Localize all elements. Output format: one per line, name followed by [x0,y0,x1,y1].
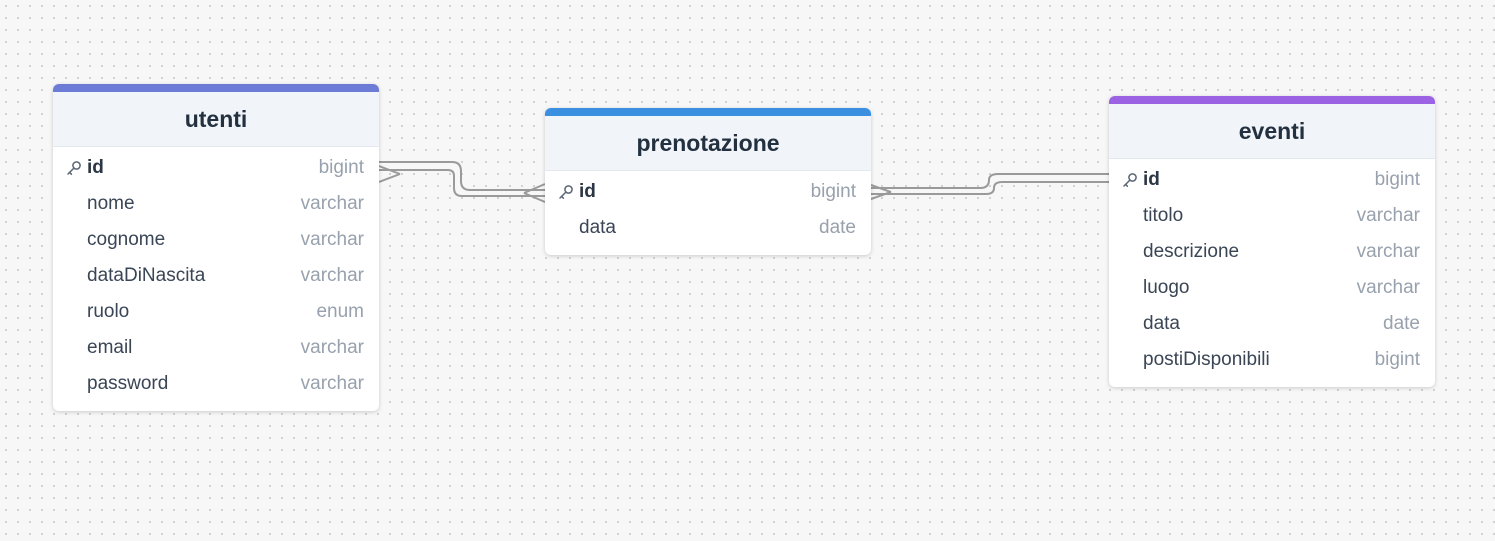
field-type: varchar [300,265,364,286]
field-row[interactable]: luogo varchar [1109,270,1435,306]
field-type: varchar [1356,205,1420,226]
relation-prenotazione-eventi[interactable] [870,173,1110,200]
field-type: varchar [300,229,364,250]
table-prenotazione[interactable]: prenotazione id bigint data date [545,108,871,255]
field-row[interactable]: nome varchar [53,186,379,222]
field-type: bigint [1374,349,1420,370]
field-name: titolo [1143,205,1184,226]
table-accent-bar [545,108,871,116]
field-type: varchar [1356,277,1420,298]
field-row[interactable]: titolo varchar [1109,198,1435,234]
field-row[interactable]: id bigint [545,174,871,210]
field-name: luogo [1143,277,1190,298]
table-header[interactable]: eventi [1109,104,1435,159]
field-row[interactable]: id bigint [1109,162,1435,198]
field-row[interactable]: ruolo enum [53,294,379,330]
field-name: nome [87,193,135,214]
field-row[interactable]: email varchar [53,330,379,366]
table-header[interactable]: prenotazione [545,116,871,171]
field-name: descrizione [1143,241,1240,262]
field-name: password [87,373,169,394]
table-accent-bar [53,84,379,92]
field-name: dataDiNascita [87,265,206,286]
field-type: varchar [300,337,364,358]
field-name: id [87,157,104,178]
field-type: bigint [318,157,364,178]
field-row[interactable]: data date [545,210,871,246]
field-type: varchar [1356,241,1420,262]
field-row[interactable]: dataDiNascita varchar [53,258,379,294]
field-name: data [1143,313,1180,334]
field-row[interactable]: id bigint [53,150,379,186]
table-accent-bar [1109,96,1435,104]
field-type: bigint [1374,169,1420,190]
field-row[interactable]: data date [1109,306,1435,342]
key-icon [66,160,82,176]
field-type: varchar [300,373,364,394]
table-title: eventi [1238,117,1306,144]
field-name: cognome [87,229,166,250]
field-name: postiDisponibili [1143,349,1270,370]
field-type: varchar [300,193,364,214]
field-name: data [579,217,616,238]
table-title: utenti [184,105,248,132]
table-title: prenotazione [636,129,780,156]
field-row[interactable]: password varchar [53,366,379,402]
field-name: ruolo [87,301,130,322]
field-row[interactable]: cognome varchar [53,222,379,258]
field-row[interactable]: descrizione varchar [1109,234,1435,270]
field-type: bigint [810,181,856,202]
table-header[interactable]: utenti [53,92,379,147]
field-type: date [819,217,856,238]
field-type: date [1383,313,1420,334]
field-name: email [87,337,133,358]
field-list: id bigint data date [545,171,871,255]
table-utenti[interactable]: utenti id bigint nome varchar cognome varchar… [53,84,379,411]
relation-utenti-prenotazione[interactable] [378,161,546,203]
field-name: id [1143,169,1160,190]
key-icon [558,184,574,200]
key-icon [1122,172,1138,188]
field-type: enum [316,301,364,322]
field-name: id [579,181,596,202]
table-eventi[interactable]: eventi id bigint titolo varchar descrizione v… [1109,96,1435,387]
field-row[interactable]: postiDisponibili bigint [1109,342,1435,378]
